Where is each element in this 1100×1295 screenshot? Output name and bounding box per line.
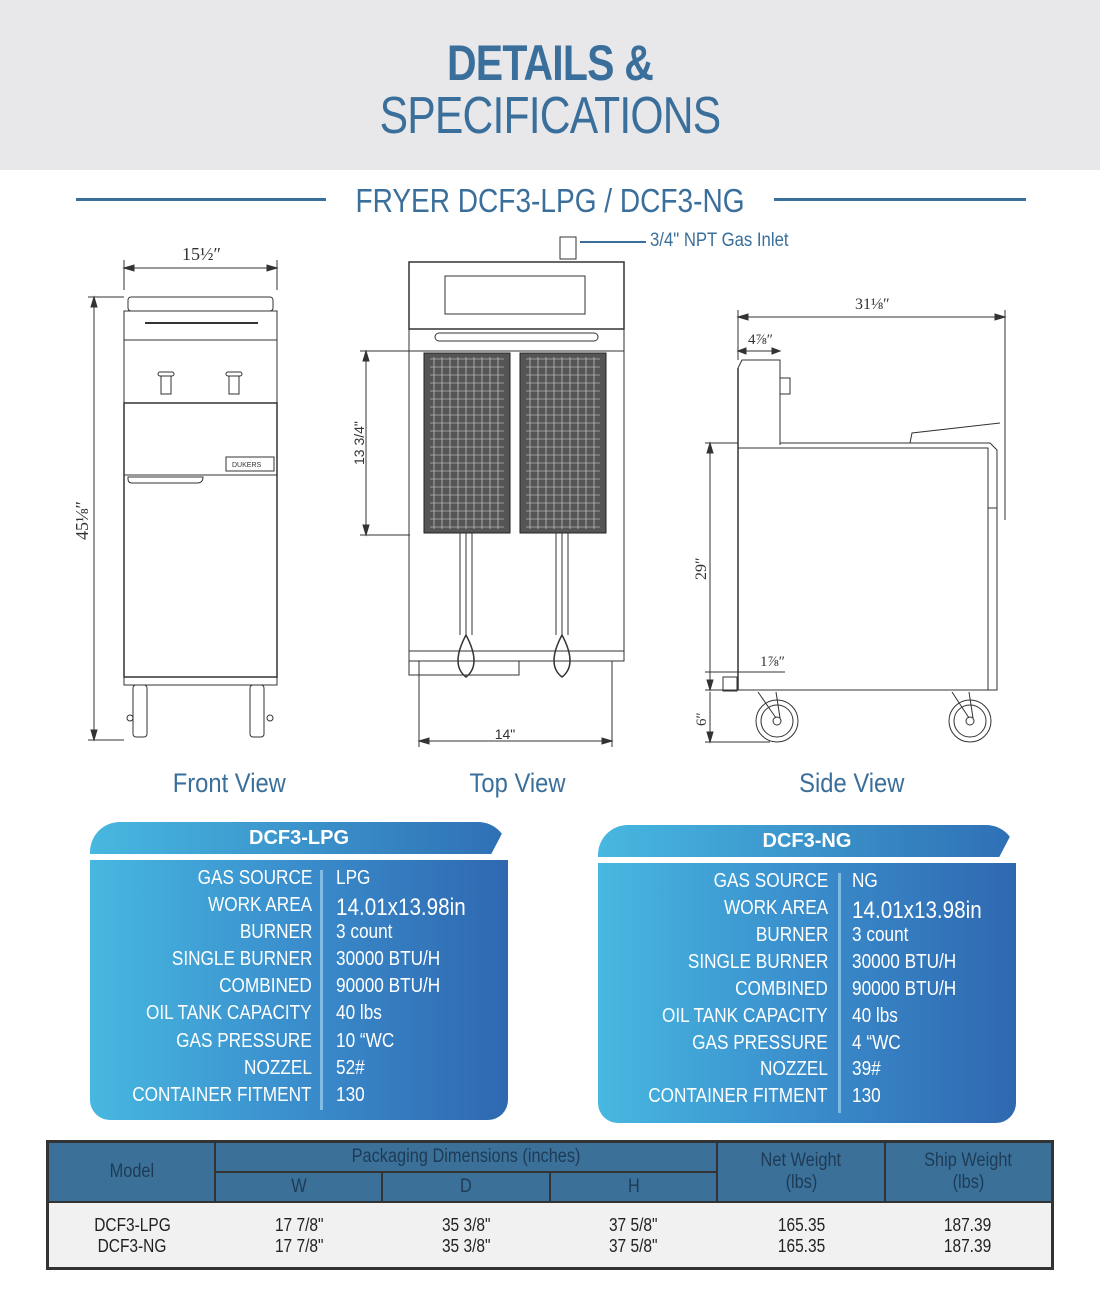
side-top-dim: 4⅞″ [748, 332, 773, 348]
cell-model: DCF3-NG [47, 1235, 216, 1268]
spec-card-ng-body [598, 863, 1016, 1123]
top-depth-dim: 13 3/4" [351, 421, 367, 465]
cell-h: 37 5/8" [549, 1201, 718, 1236]
front-height-dim: 45⅛″ [72, 501, 92, 540]
side-leg-height-dim: 6″ [694, 712, 710, 726]
top-view-label: Top View [469, 768, 566, 798]
front-view-label: Front View [172, 768, 286, 798]
col-header-ship-weight: Ship Weight(lbs) [883, 1140, 1054, 1203]
cell-model: DCF3-LPG [47, 1201, 216, 1236]
col-header-w: W [214, 1170, 384, 1203]
product-subtitle-row: FRYER DCF3-LPG / DCF3-NG [0, 180, 1100, 220]
table-row: DCF3-LPG 17 7/8" 35 3/8" 37 5/8" 165.35 … [47, 1201, 1053, 1236]
front-view-drawing: DUKERS 15½″ 45⅛″ [72, 244, 279, 742]
cell-net: 165.35 [717, 1235, 885, 1268]
side-view-label: Side View [799, 768, 905, 798]
top-width-dim: 14" [495, 726, 516, 742]
cell-net: 165.35 [717, 1201, 885, 1236]
front-width-dim: 15½″ [182, 244, 221, 264]
subtitle-rule-left [76, 198, 326, 201]
product-subtitle: FRYER DCF3-LPG / DCF3-NG [355, 182, 745, 219]
cell-d: 35 3/8" [382, 1235, 550, 1268]
cell-w: 17 7/8" [215, 1201, 383, 1236]
page-title-line1: DETAILS & [447, 35, 654, 91]
col-header-net-weight: Net Weight(lbs) [716, 1140, 886, 1203]
cell-ship: 187.39 [884, 1201, 1053, 1236]
spec-card-lpg-body [90, 860, 508, 1120]
gas-inlet-leader-line [580, 241, 646, 243]
spec-card-divider [320, 870, 323, 1110]
cell-ship: 187.39 [884, 1235, 1053, 1268]
subtitle-rule-right [774, 198, 1026, 201]
table-row: DCF3-NG 17 7/8" 35 3/8" 37 5/8" 165.35 1… [47, 1235, 1053, 1268]
packaging-table: Model Packaging Dimensions (inches) Net … [46, 1140, 1054, 1270]
page-title-line2: SPECIFICATIONS [379, 87, 722, 145]
col-header-model: Model [46, 1140, 217, 1203]
cell-w: 17 7/8" [215, 1235, 383, 1268]
side-view-drawing: 31⅛″ 4⅞″ 29″ 1⅞″ 6″ [693, 296, 1007, 744]
spec-card-divider [838, 873, 841, 1113]
gas-inlet-label: 3/4" NPT Gas Inlet [650, 230, 789, 251]
header-band: DETAILS & SPECIFICATIONS [0, 0, 1100, 170]
side-leg-offset-dim: 1⅞″ [760, 654, 785, 670]
cell-d: 35 3/8" [382, 1201, 550, 1236]
top-view-drawing: 14" 13 3/4" [351, 236, 625, 747]
spec-card-ng-title: DCF3-NG [598, 825, 1016, 857]
side-height-dim: 29″ [693, 557, 710, 580]
col-header-d: D [381, 1170, 551, 1203]
col-header-packaging: Packaging Dimensions (inches) [214, 1140, 719, 1173]
spec-card-lpg-title: DCF3-LPG [90, 822, 508, 854]
col-header-h: H [548, 1170, 719, 1203]
side-depth-dim: 31⅛″ [855, 296, 890, 313]
cell-h: 37 5/8" [549, 1235, 718, 1268]
svg-text:DUKERS: DUKERS [232, 462, 262, 469]
